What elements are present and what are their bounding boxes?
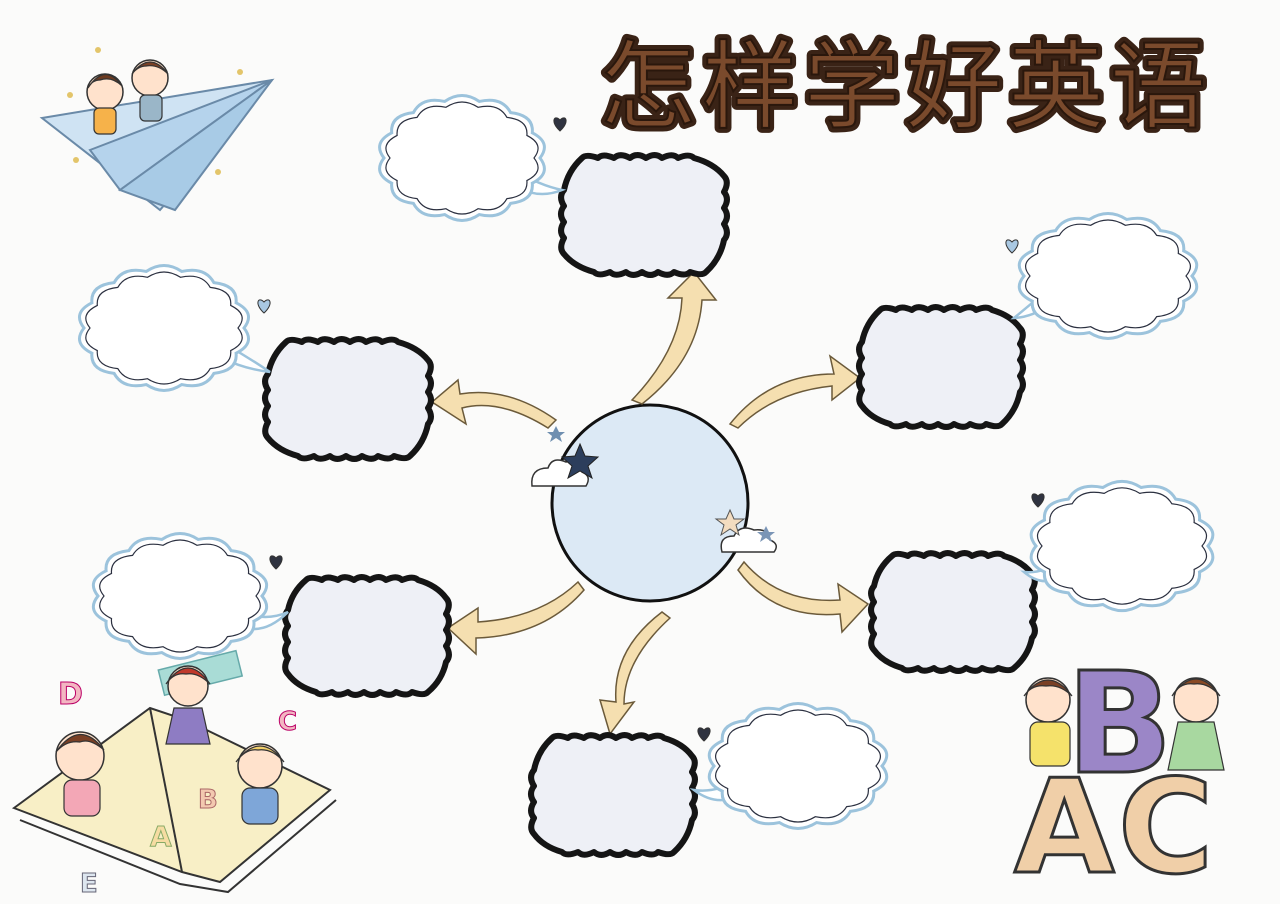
center-circle[interactable] (550, 403, 750, 603)
book-letter-e: E (80, 869, 98, 899)
box-upper-left[interactable] (262, 336, 434, 462)
page-title: 怎样学好英语 怎样学好英语 (595, 26, 1212, 148)
kid-on-book-1 (55, 731, 105, 817)
arrow-to-lower-right (737, 560, 870, 634)
heart-icon-upper-left (257, 299, 271, 314)
letter-a: A (1014, 751, 1115, 903)
star-icon-dark (560, 442, 600, 480)
page-title-text: 怎样学好英语 (600, 31, 1212, 143)
thought-cloud-top[interactable] (378, 94, 567, 222)
kid-on-plane-1 (86, 73, 124, 135)
kid-abc-1 (1023, 677, 1073, 767)
abc-letters-icon: B A C (1013, 642, 1225, 904)
arrow-to-upper-right (728, 354, 862, 429)
box-bottom[interactable] (528, 732, 698, 858)
letter-c: C (1118, 751, 1213, 903)
page-title-outline: 怎样学好英语 (600, 31, 1212, 143)
book-letter-d: D (58, 677, 83, 712)
box-lower-right[interactable] (868, 550, 1038, 674)
heart-icon-bottom (697, 727, 711, 742)
kid-on-book-2 (165, 665, 211, 745)
heart-icon-lower-left (269, 555, 283, 570)
kid-on-book-3 (235, 743, 285, 825)
kid-on-plane-2 (131, 59, 169, 122)
arrow-to-bottom (598, 611, 672, 736)
thought-cloud-upper-left[interactable] (77, 264, 271, 392)
paper-plane-icon (39, 47, 275, 212)
star-icon-cream (714, 508, 746, 537)
thought-cloud-bottom[interactable] (689, 702, 889, 830)
heart-icon-upper-right (1005, 239, 1019, 254)
book-letter-c: C (278, 707, 297, 737)
thought-cloud-upper-right[interactable] (1010, 212, 1199, 340)
arrow-to-top (630, 270, 718, 405)
star-icon-small-left (547, 426, 565, 442)
star-icon-small-right (757, 526, 775, 542)
box-lower-left[interactable] (282, 574, 452, 698)
heart-icon-top (553, 117, 567, 132)
letter-b: B (1066, 643, 1173, 806)
book-letter-b: B (198, 785, 218, 815)
book-letter-a: A (150, 820, 172, 853)
thought-cloud-lower-right[interactable] (1020, 479, 1215, 613)
arrow-to-lower-left (446, 580, 585, 656)
box-upper-right[interactable] (856, 304, 1026, 430)
open-book-icon: D C A B E (11, 649, 337, 900)
arrow-to-upper-left (430, 378, 558, 429)
box-top[interactable] (558, 152, 730, 278)
thought-cloud-lower-left[interactable] (91, 532, 289, 660)
kid-abc-2 (1167, 677, 1225, 771)
heart-icon-lower-right (1031, 493, 1045, 508)
